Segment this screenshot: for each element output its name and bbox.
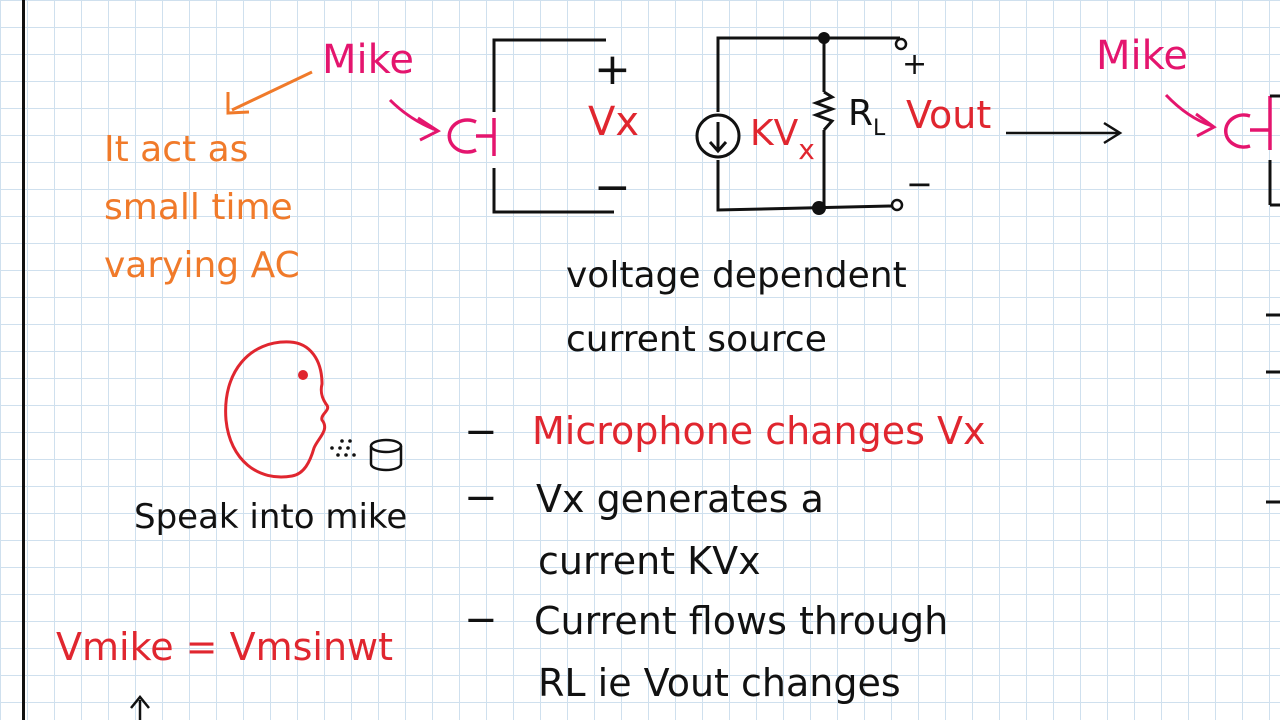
margin-line	[22, 0, 25, 720]
equation: Vmike = Vmsinwt	[56, 625, 394, 669]
node-top	[818, 32, 830, 44]
note-line-3: varying AC	[104, 245, 300, 286]
bullet-1-text: Microphone changes Vx	[532, 409, 986, 453]
rl-label-sub: L	[873, 116, 886, 141]
eye	[298, 370, 308, 380]
node-bottom	[812, 201, 826, 215]
circuit2-wires	[716, 36, 900, 212]
resistor-rl	[811, 90, 837, 131]
circuit1-minus: −	[594, 162, 631, 213]
note-line-1: It act as	[104, 129, 249, 170]
bullet-2-dash: −	[464, 475, 498, 521]
speak-label: Speak into mike	[134, 497, 408, 537]
sound-dots	[330, 439, 356, 457]
orange-arrow	[231, 70, 313, 112]
pink-arrowhead-left	[417, 116, 442, 142]
small-mic-icon	[369, 438, 403, 472]
note-line-2: small time	[104, 187, 293, 228]
mic-symbol-left	[447, 118, 477, 154]
caption-line-1: voltage dependent	[566, 255, 907, 296]
source-label-sub: x	[798, 133, 815, 166]
bullet-3-dash: −	[464, 597, 498, 643]
mike-label-right: Mike	[1096, 33, 1188, 79]
caption-line-2: current source	[566, 319, 827, 360]
head-drawing	[224, 340, 330, 479]
circuit1-plus: +	[594, 44, 631, 95]
mike-label-left: Mike	[322, 37, 414, 83]
circuit2-plus: +	[902, 47, 928, 82]
vout-label: Vout	[906, 93, 992, 137]
circuit1-vx: Vx	[588, 99, 640, 145]
bullet-1-dash: −	[464, 409, 498, 455]
bullet-3-text-2: RL ie Vout changes	[538, 661, 901, 705]
bullet-2-text: Vx generates a	[536, 477, 824, 521]
circuit1-wires	[492, 38, 614, 214]
bullet-3-text: Current flows through	[534, 599, 949, 643]
rl-label-main: R	[848, 93, 874, 134]
source-label: KVx	[750, 113, 815, 164]
bullet-2-text-2: current KVx	[538, 539, 761, 583]
terminal-top	[894, 37, 908, 51]
source-label-main: KV	[750, 113, 799, 154]
orange-arrowhead	[226, 92, 250, 115]
terminal-bottom	[890, 198, 904, 212]
circuit2-minus: −	[906, 165, 933, 203]
mic-symbol-right	[1223, 113, 1251, 149]
rl-label: RL	[848, 93, 885, 140]
